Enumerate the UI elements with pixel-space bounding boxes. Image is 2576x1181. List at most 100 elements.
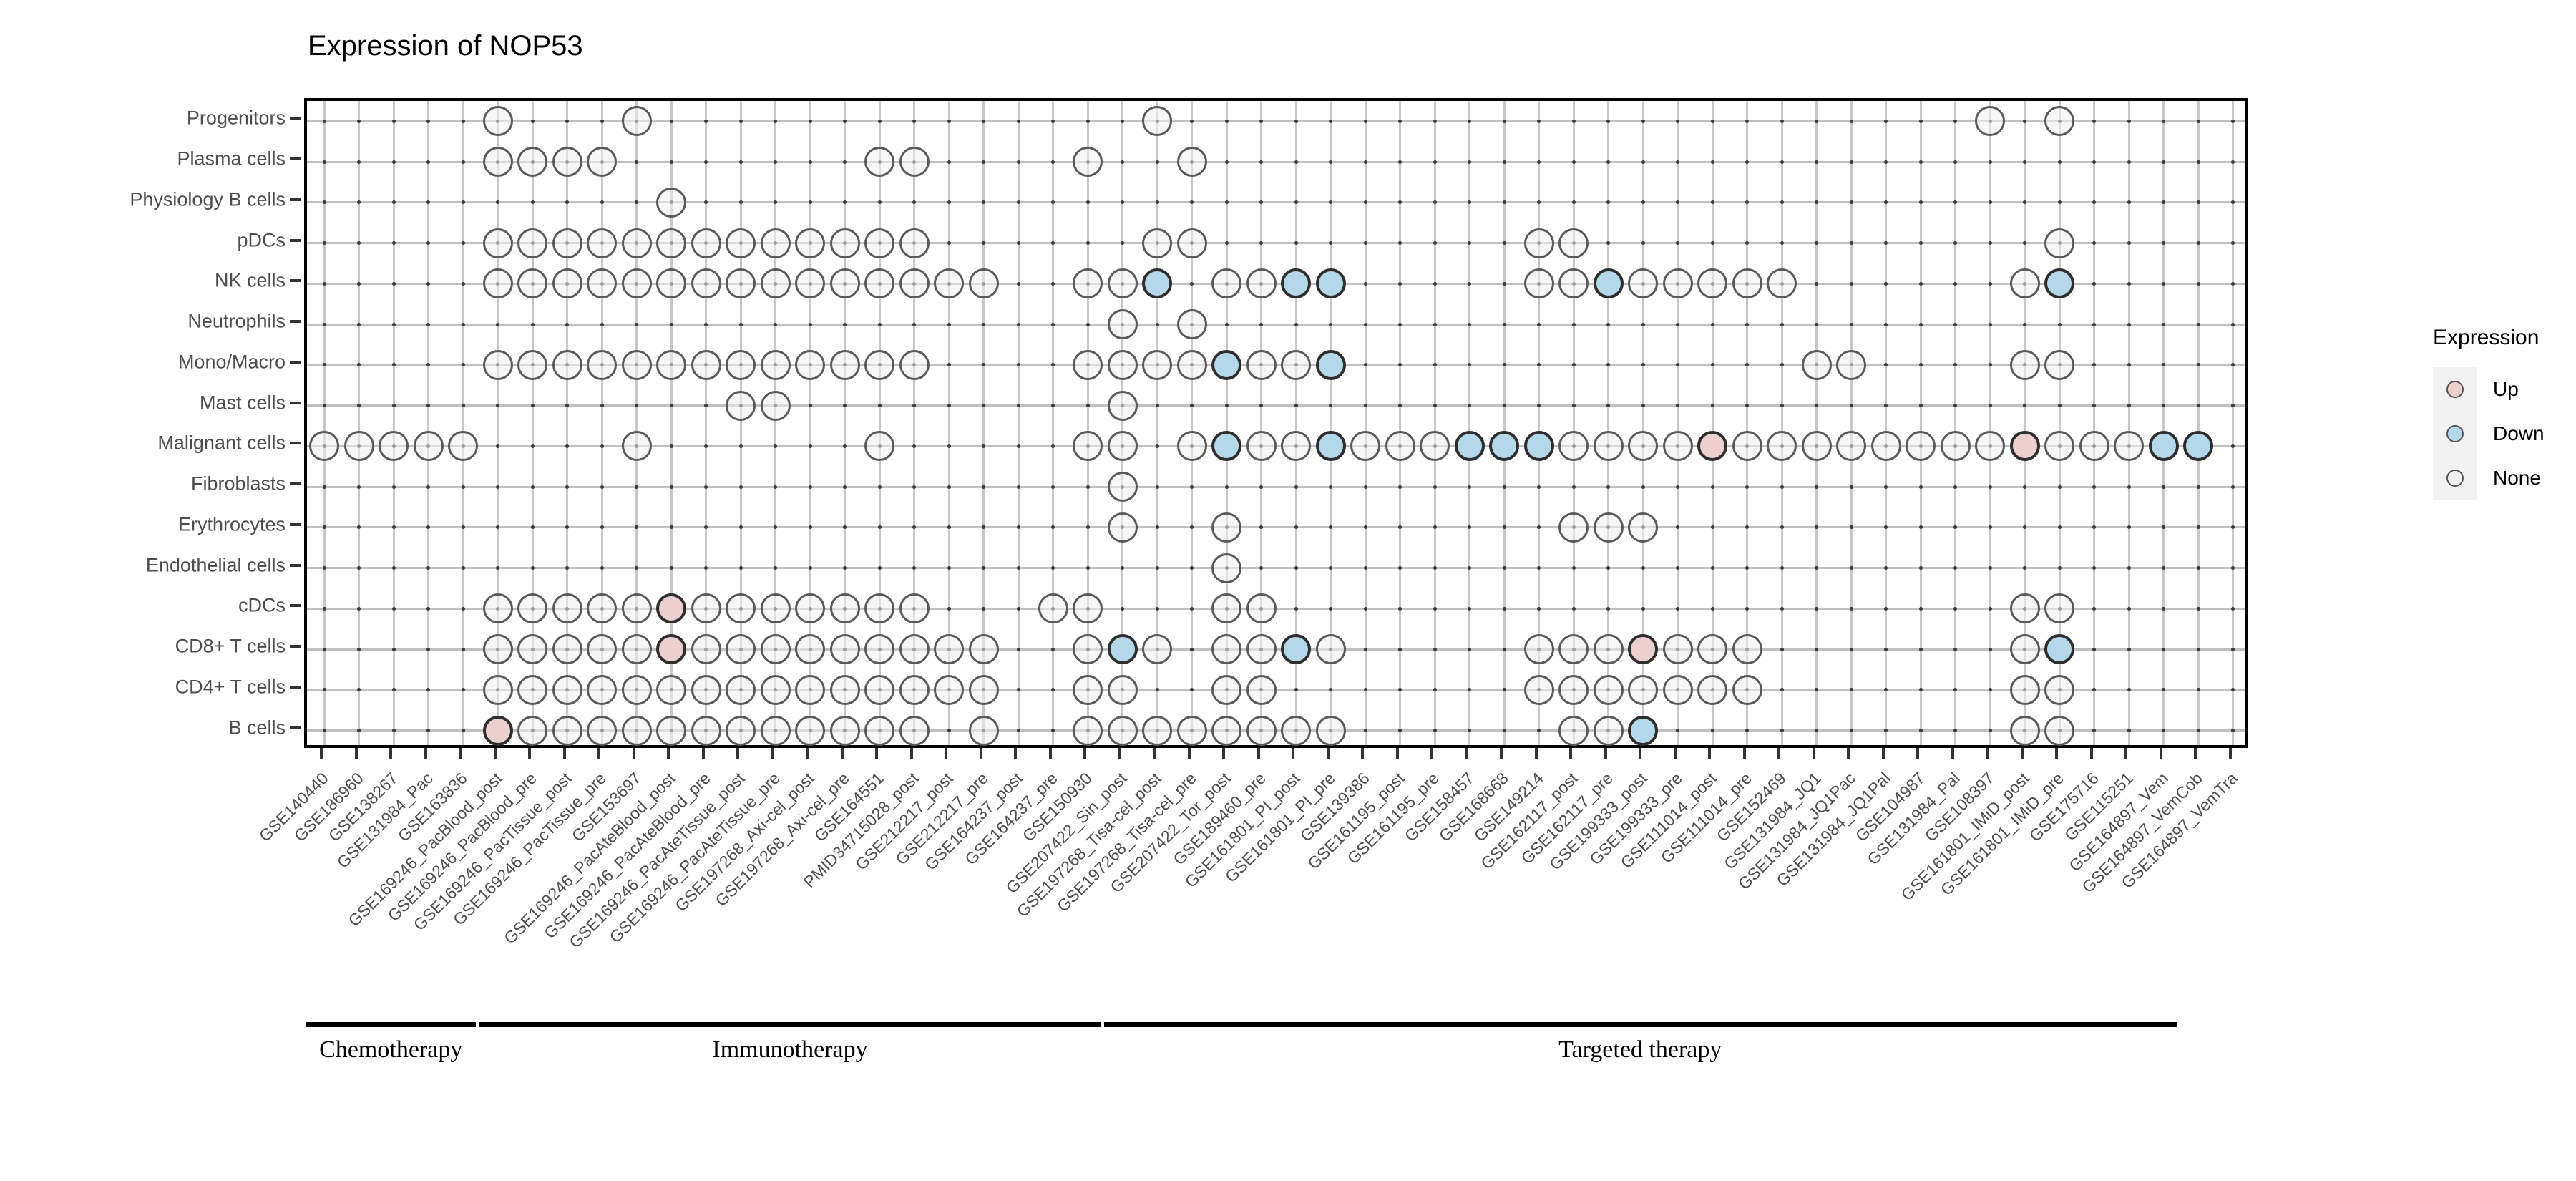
expression-dot[interactable] bbox=[2044, 634, 2075, 665]
expression-dot[interactable] bbox=[1246, 634, 1277, 665]
expression-dot[interactable] bbox=[760, 268, 791, 299]
expression-dot[interactable] bbox=[517, 228, 548, 258]
expression-dot[interactable] bbox=[552, 228, 582, 258]
expression-dot[interactable] bbox=[1176, 309, 1207, 340]
expression-dot[interactable] bbox=[1593, 674, 1624, 705]
expression-dot[interactable] bbox=[1142, 268, 1173, 299]
expression-dot[interactable] bbox=[2009, 593, 2040, 624]
expression-dot[interactable] bbox=[691, 228, 721, 258]
expression-dot[interactable] bbox=[1697, 268, 1728, 299]
expression-dot[interactable] bbox=[1523, 268, 1554, 299]
expression-dot[interactable] bbox=[587, 715, 618, 746]
expression-dot[interactable] bbox=[656, 634, 687, 665]
expression-dot[interactable] bbox=[517, 268, 548, 299]
expression-dot[interactable] bbox=[1662, 674, 1693, 705]
expression-dot[interactable] bbox=[1628, 268, 1659, 299]
expression-dot[interactable] bbox=[1767, 268, 1797, 299]
expression-dot[interactable] bbox=[1073, 593, 1103, 624]
expression-dot[interactable] bbox=[2044, 674, 2075, 705]
expression-dot[interactable] bbox=[2009, 349, 2040, 380]
expression-dot[interactable] bbox=[829, 634, 860, 665]
expression-dot[interactable] bbox=[864, 593, 895, 624]
expression-dot[interactable] bbox=[1558, 674, 1589, 705]
expression-dot[interactable] bbox=[1142, 228, 1173, 258]
expression-dot[interactable] bbox=[1315, 268, 1346, 299]
expression-dot[interactable] bbox=[968, 634, 999, 665]
expression-dot[interactable] bbox=[379, 431, 409, 462]
expression-dot[interactable] bbox=[482, 147, 513, 178]
expression-dot[interactable] bbox=[760, 228, 791, 258]
expression-dot[interactable] bbox=[482, 349, 513, 380]
expression-dot[interactable] bbox=[795, 593, 826, 624]
expression-dot[interactable] bbox=[517, 147, 548, 178]
expression-dot[interactable] bbox=[1176, 431, 1207, 462]
expression-dot[interactable] bbox=[1211, 593, 1242, 624]
expression-dot[interactable] bbox=[552, 715, 582, 746]
expression-dot[interactable] bbox=[552, 268, 582, 299]
expression-dot[interactable] bbox=[864, 634, 895, 665]
legend-item[interactable]: Up bbox=[2433, 367, 2576, 412]
expression-dot[interactable] bbox=[1246, 674, 1277, 705]
expression-dot[interactable] bbox=[1593, 512, 1624, 543]
expression-dot[interactable] bbox=[1281, 268, 1312, 299]
expression-dot[interactable] bbox=[691, 349, 721, 380]
expression-dot[interactable] bbox=[795, 674, 826, 705]
expression-dot[interactable] bbox=[864, 674, 895, 705]
expression-dot[interactable] bbox=[691, 593, 721, 624]
expression-dot[interactable] bbox=[552, 634, 582, 665]
expression-dot[interactable] bbox=[726, 715, 756, 746]
expression-dot[interactable] bbox=[1107, 674, 1138, 705]
expression-dot[interactable] bbox=[1523, 228, 1554, 258]
expression-dot[interactable] bbox=[1697, 431, 1728, 462]
expression-dot[interactable] bbox=[2009, 674, 2040, 705]
expression-dot[interactable] bbox=[1107, 309, 1138, 340]
expression-dot[interactable] bbox=[1385, 431, 1415, 462]
expression-dot[interactable] bbox=[1142, 634, 1173, 665]
expression-dot[interactable] bbox=[2044, 593, 2075, 624]
expression-dot[interactable] bbox=[1315, 431, 1346, 462]
expression-dot[interactable] bbox=[1558, 715, 1589, 746]
expression-dot[interactable] bbox=[1662, 268, 1693, 299]
expression-dot[interactable] bbox=[864, 228, 895, 258]
expression-dot[interactable] bbox=[795, 715, 826, 746]
expression-dot[interactable] bbox=[829, 268, 860, 299]
expression-dot[interactable] bbox=[1246, 715, 1277, 746]
expression-dot[interactable] bbox=[517, 593, 548, 624]
expression-dot[interactable] bbox=[934, 268, 965, 299]
expression-dot[interactable] bbox=[1523, 634, 1554, 665]
expression-dot[interactable] bbox=[899, 228, 930, 258]
expression-dot[interactable] bbox=[656, 187, 687, 218]
expression-dot[interactable] bbox=[1593, 715, 1624, 746]
expression-dot[interactable] bbox=[1558, 228, 1589, 258]
expression-dot[interactable] bbox=[899, 715, 930, 746]
expression-dot[interactable] bbox=[1246, 349, 1277, 380]
expression-dot[interactable] bbox=[1038, 593, 1068, 624]
expression-dot[interactable] bbox=[1315, 715, 1346, 746]
expression-dot[interactable] bbox=[1628, 674, 1659, 705]
expression-dot[interactable] bbox=[1211, 431, 1242, 462]
expression-dot[interactable] bbox=[2044, 106, 2075, 137]
expression-dot[interactable] bbox=[1906, 431, 1936, 462]
expression-dot[interactable] bbox=[1107, 349, 1138, 380]
expression-dot[interactable] bbox=[726, 593, 756, 624]
expression-dot[interactable] bbox=[1732, 431, 1762, 462]
expression-dot[interactable] bbox=[587, 349, 618, 380]
expression-dot[interactable] bbox=[795, 228, 826, 258]
expression-dot[interactable] bbox=[621, 268, 652, 299]
expression-dot[interactable] bbox=[2044, 431, 2075, 462]
expression-dot[interactable] bbox=[829, 674, 860, 705]
expression-dot[interactable] bbox=[1350, 431, 1381, 462]
expression-dot[interactable] bbox=[621, 715, 652, 746]
expression-dot[interactable] bbox=[2114, 431, 2145, 462]
expression-dot[interactable] bbox=[934, 634, 965, 665]
expression-dot[interactable] bbox=[1246, 593, 1277, 624]
expression-dot[interactable] bbox=[760, 715, 791, 746]
expression-dot[interactable] bbox=[1523, 674, 1554, 705]
expression-dot[interactable] bbox=[1281, 349, 1312, 380]
expression-dot[interactable] bbox=[552, 674, 582, 705]
expression-dot[interactable] bbox=[656, 349, 687, 380]
expression-dot[interactable] bbox=[899, 349, 930, 380]
expression-dot[interactable] bbox=[1246, 431, 1277, 462]
expression-dot[interactable] bbox=[621, 593, 652, 624]
expression-dot[interactable] bbox=[1558, 512, 1589, 543]
